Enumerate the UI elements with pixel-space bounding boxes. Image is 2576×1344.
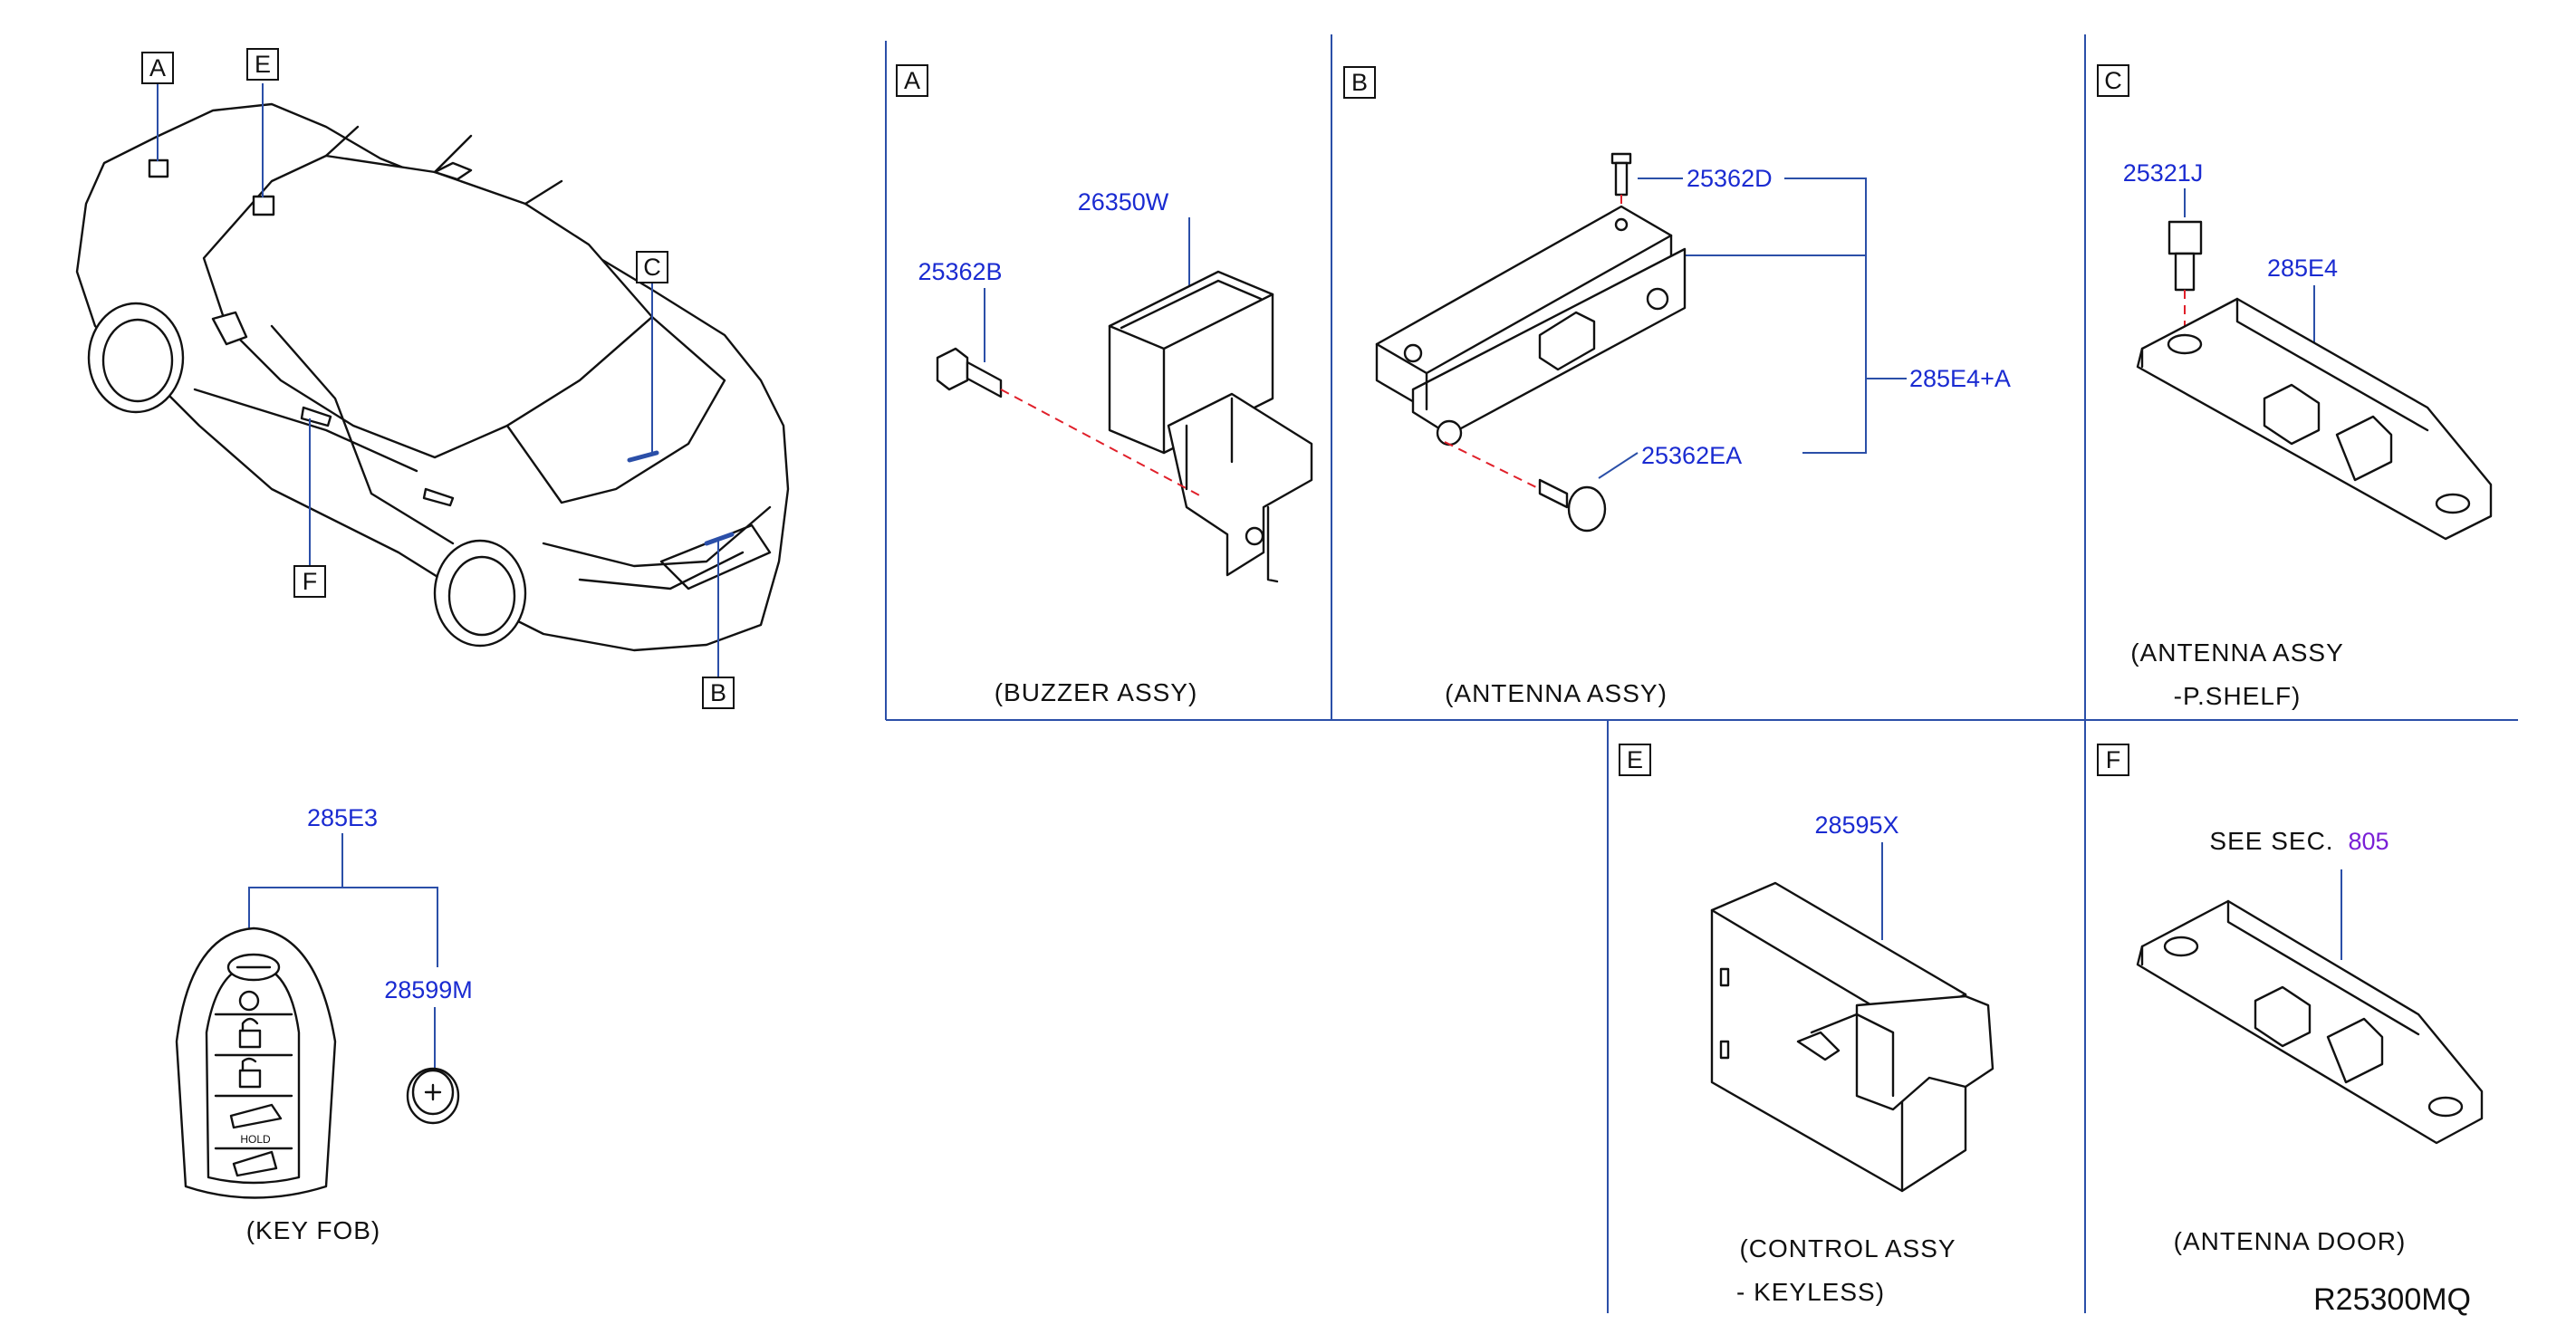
panel-e-caption-line1: (CONTROL ASSY xyxy=(1739,1234,1956,1262)
panel-c-letter-box xyxy=(2097,64,2129,97)
hold-label: HOLD xyxy=(240,1133,271,1146)
part-25362ea: 25362EA xyxy=(1641,442,1742,469)
vehicle-overview xyxy=(75,102,790,652)
callout-box-e: E xyxy=(246,48,279,81)
svg-text:C: C xyxy=(643,254,661,281)
see-sec-ref[interactable]: 805 xyxy=(2348,828,2389,855)
panel-f-letter-box xyxy=(2097,744,2129,776)
panel-a-buzzer: A 26350W 25362B (BUZZER ASSY) xyxy=(896,64,1313,706)
panel-e-letter: E xyxy=(1627,746,1643,773)
panel-f-caption: (ANTENNA DOOR) xyxy=(2174,1227,2407,1255)
svg-text:E: E xyxy=(255,51,271,78)
part-25321j: 25321J xyxy=(2123,159,2204,187)
key-fob-group: 285E3 28599M HOLD (KEY FOB) xyxy=(175,804,473,1244)
panel-b-antenna: B 25362D 285E4+A 25362EA (ANTENNA ASSY) xyxy=(1343,66,2011,707)
panel-f-letter: F xyxy=(2106,746,2121,773)
callout-box-c: C xyxy=(636,251,668,283)
panel-f-antenna-door: F SEE SEC. 805 (ANTENNA DOOR) xyxy=(2097,744,2484,1255)
see-sec-label: SEE SEC. xyxy=(2209,827,2333,855)
panel-frames xyxy=(885,34,2518,1313)
key-fob-caption: (KEY FOB) xyxy=(246,1216,381,1244)
callout-box-a: A xyxy=(141,52,174,84)
part-28599m: 28599M xyxy=(384,976,473,1003)
panel-c-caption-line1: (ANTENNA ASSY xyxy=(2130,638,2344,667)
panel-a-letter: A xyxy=(904,67,920,94)
part-28595x: 28595X xyxy=(1814,811,1898,839)
panel-e-control-keyless: E 28595X (CONTROL ASSY - KEYLESS) xyxy=(1619,744,1994,1306)
panel-a-caption: (BUZZER ASSY) xyxy=(995,678,1198,706)
part-26350w: 26350W xyxy=(1078,188,1169,216)
panel-b-letter: B xyxy=(1351,69,1368,96)
panel-b-caption: (ANTENNA ASSY) xyxy=(1445,679,1668,707)
svg-text:A: A xyxy=(149,54,166,82)
part-285e3: 285E3 xyxy=(307,804,378,831)
callout-box-f: F xyxy=(293,565,326,598)
panel-a-letter-box xyxy=(896,64,928,97)
callout-box-b: B xyxy=(702,677,735,709)
part-25362d: 25362D xyxy=(1687,165,1773,192)
part-25362b: 25362B xyxy=(918,258,1002,285)
panel-e-letter-box xyxy=(1619,744,1651,776)
part-285e4: 285E4 xyxy=(2267,254,2338,282)
svg-text:B: B xyxy=(710,679,726,706)
panel-c-antenna-pshelf: C 25321J 285E4 (ANTENNA ASSY -P.SHELF) xyxy=(2097,64,2493,710)
vehicle-callout-leaders xyxy=(157,83,719,677)
panel-b-letter-box xyxy=(1343,66,1376,99)
svg-text:F: F xyxy=(303,568,318,595)
part-285e4-a: 285E4+A xyxy=(1909,365,2011,392)
panel-c-caption-line2: -P.SHELF) xyxy=(2174,682,2302,710)
panel-c-letter: C xyxy=(2104,67,2122,94)
diagram-code: R25300MQ xyxy=(2313,1282,2471,1317)
panel-e-caption-line2: - KEYLESS) xyxy=(1736,1278,1885,1306)
